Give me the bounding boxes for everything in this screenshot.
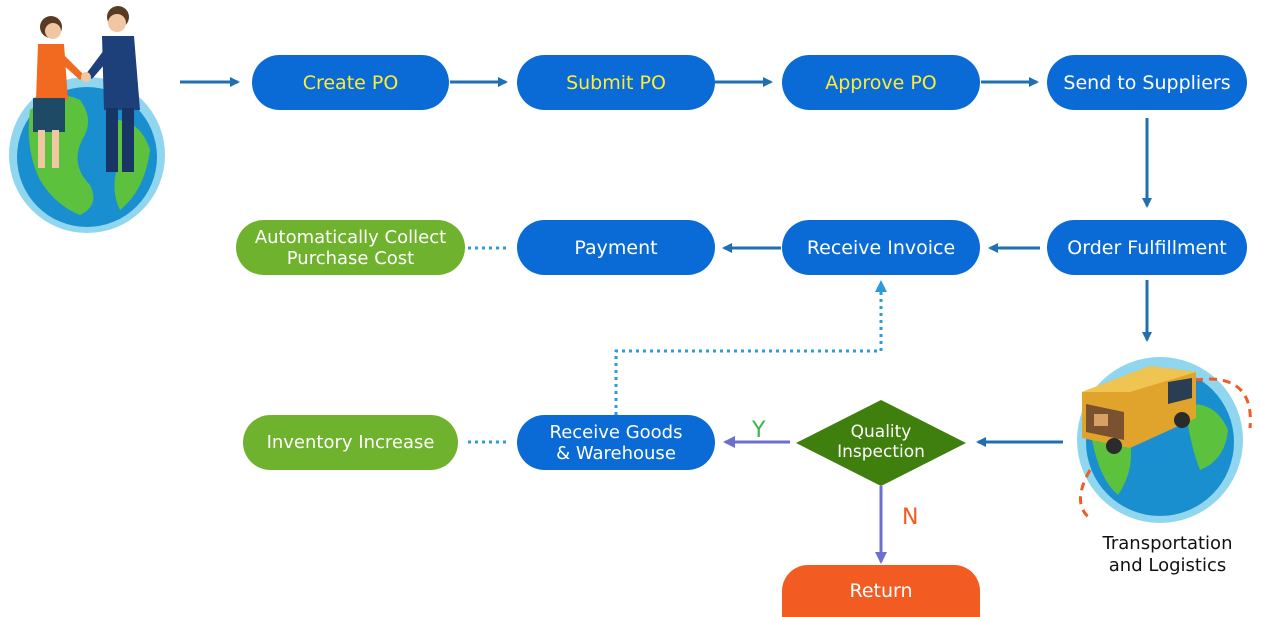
auto-collect-cost-node: Automatically Collect Purchase Cost <box>236 220 465 275</box>
send-to-suppliers-node: Send to Suppliers <box>1047 55 1247 110</box>
approve-po-node: Approve PO <box>782 55 980 110</box>
order-fulfillment-node: Order Fulfillment <box>1047 220 1247 275</box>
inventory-increase-node: Inventory Increase <box>243 415 458 470</box>
quality-inspection-label: Quality Inspection <box>837 422 925 462</box>
submit-po-node: Submit PO <box>517 55 715 110</box>
receive-invoice-node: Receive Invoice <box>782 220 980 275</box>
payment-node: Payment <box>517 220 715 275</box>
receive-goods-node: Receive Goods & Warehouse <box>517 415 715 470</box>
handshake-globe-icon <box>9 6 165 233</box>
return-node: Return <box>782 565 980 617</box>
dotted-goods-to-invoice <box>614 280 887 415</box>
delivery-van-globe-icon <box>1077 357 1252 523</box>
yes-branch-label: Y <box>752 418 766 443</box>
no-branch-label: N <box>902 505 919 530</box>
quality-inspection-diamond <box>796 400 966 486</box>
transportation-label: Transportation and Logistics <box>1102 533 1233 576</box>
create-po-node: Create PO <box>252 55 449 110</box>
